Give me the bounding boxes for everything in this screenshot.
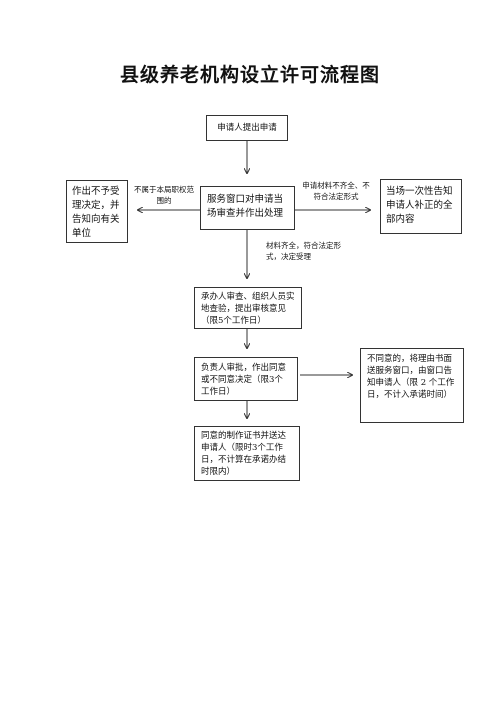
label-incomplete: 申请材料不齐全、不符合法定形式	[302, 181, 370, 201]
step-disagree-text: 不同意的，将理由书面送服务窗口，由窗口告知申请人（限 2 个工作日，不计入承诺时…	[367, 354, 455, 400]
step-certificate-text: 同意的制作证书并送达申请人（限时3个工作日，不计算在承诺办结时限内）	[201, 431, 287, 477]
step-onsite-review-text: 承办人审查、组织人员实地查验，提出审核意见（限5个工作日）	[201, 292, 295, 326]
step-window-review-text: 服务窗口对申请当场审查并作出处理	[207, 194, 284, 219]
step-apply-text: 申请人提出申请	[217, 123, 277, 133]
label-complete: 材料齐全，符合法定形式，决定受理	[266, 241, 341, 261]
page-title: 县级养老机构设立许可流程图	[119, 64, 380, 86]
step-disagree: 不同意的，将理由书面送服务窗口，由窗口告知申请人（限 2 个工作日，不计入承诺时…	[360, 348, 464, 423]
step-supplement: 当场一次性告知申请人补正的全部内容	[380, 179, 462, 234]
step-leader-approval-text: 负责人审批，作出同意或不同意决定（限3个工作日）	[201, 363, 287, 397]
step-onsite-review: 承办人审查、组织人员实地查验，提出审核意见（限5个工作日）	[194, 287, 302, 329]
step-certificate: 同意的制作证书并送达申请人（限时3个工作日，不计算在承诺办结时限内）	[194, 426, 300, 481]
label-out-of-scope: 不属于本局职权范围的	[134, 185, 194, 205]
step-apply: 申请人提出申请	[206, 115, 288, 141]
step-reject-text: 作出不予受理决定，并告知向有关单位	[72, 186, 120, 239]
step-leader-approval: 负责人审批，作出同意或不同意决定（限3个工作日）	[194, 357, 298, 401]
step-supplement-text: 当场一次性告知申请人补正的全部内容	[386, 186, 453, 225]
step-window-review: 服务窗口对申请当场审查并作出处理	[200, 186, 295, 230]
step-reject: 作出不予受理决定，并告知向有关单位	[66, 180, 128, 243]
